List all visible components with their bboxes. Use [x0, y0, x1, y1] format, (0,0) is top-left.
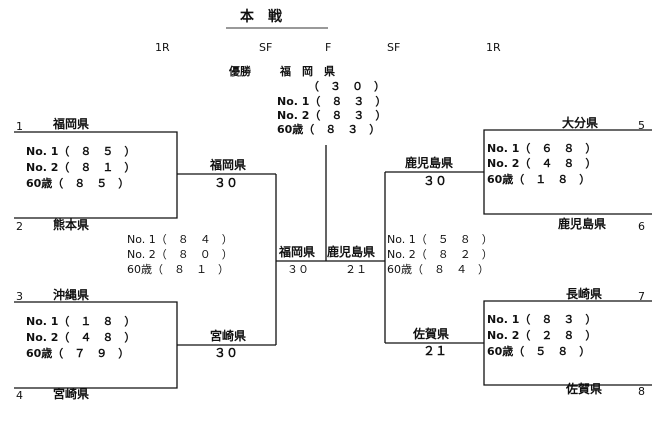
score-60: 60歳（ ８ ４ ） [387, 263, 489, 276]
seed-number: 6 [638, 220, 645, 233]
score-no2: No. 2（ ８ ２ ） [387, 248, 493, 261]
winner-score: ３０ [214, 346, 239, 360]
round-header-final: F [325, 41, 332, 54]
round-header-1r-left: 1R [155, 41, 170, 54]
seed-number: 8 [638, 385, 645, 398]
seed-number: 1 [16, 120, 23, 133]
winner-name: 福岡県 [210, 158, 247, 172]
round-header-sf-right: SF [387, 41, 401, 54]
winner-name: 宮崎県 [210, 329, 247, 343]
team-name: 宮崎県 [53, 387, 90, 401]
winner-score: ２１ [345, 263, 367, 276]
champion-no1: No. 1（ ８ ３ ） [277, 95, 387, 108]
seed-number: 4 [16, 389, 23, 402]
seed-number: 5 [638, 119, 645, 132]
page-title: 本 戦 [240, 9, 282, 25]
winner-name: 福岡県 [279, 245, 316, 259]
winner-name: 鹿児島県 [327, 245, 376, 259]
score-60: 60歳（ ８ ５ ） [26, 177, 130, 190]
score-no1: No. 1（ ８ ４ ） [127, 233, 233, 246]
score-no1: No. 1（ ５ ８ ） [387, 233, 493, 246]
team-name: 沖縄県 [53, 288, 90, 302]
score-60: 60歳（ ５ ８ ） [487, 345, 591, 358]
round-header-sf-left: SF [259, 41, 273, 54]
seed-number: 2 [16, 220, 23, 233]
winner-score: ２１ [423, 344, 448, 358]
score-no2: No. 2（ ８ ０ ） [127, 248, 233, 261]
team-name: 佐賀県 [566, 382, 603, 396]
score-60: 60歳（ ７ ９ ） [26, 347, 130, 360]
champion-no2: No. 2（ ８ ３ ） [277, 109, 387, 122]
winner-score: ３０ [423, 174, 448, 188]
score-no1: No. 1（ ８ ３ ） [487, 313, 597, 326]
winner-name: 鹿児島県 [405, 156, 454, 170]
winner-score: ３０ [214, 176, 239, 190]
score-60: 60歳（ １ ８ ） [487, 173, 591, 186]
bracket-m1 [14, 131, 178, 219]
seed-number: 7 [638, 290, 645, 303]
score-no1: No. 1（ ６ ８ ） [487, 142, 597, 155]
champion-label: 優勝 [229, 65, 251, 78]
team-name: 大分県 [562, 116, 599, 130]
winner-name: 佐賀県 [413, 327, 450, 341]
score-no2: No. 2（ ４ ８ ） [26, 331, 136, 344]
champion-total: （ ３ ０ ） [308, 80, 385, 93]
winner-score: ３０ [287, 263, 309, 276]
score-no1: No. 1（ １ ８ ） [26, 315, 136, 328]
score-no2: No. 2（ ８ １ ） [26, 161, 136, 174]
seed-number: 3 [16, 290, 23, 303]
team-name: 福岡県 [53, 117, 90, 131]
score-no2: No. 2（ ４ ８ ） [487, 157, 597, 170]
team-name: 鹿児島県 [558, 217, 607, 231]
score-60: 60歳（ ８ １ ） [127, 263, 229, 276]
score-no2: No. 2（ ２ ８ ） [487, 329, 597, 342]
champion-team: 福 岡 県 [280, 65, 335, 78]
score-no1: No. 1（ ８ ５ ） [26, 145, 136, 158]
team-name: 熊本県 [53, 218, 90, 232]
champion-60: 60歳（ ８ ３ ） [277, 123, 381, 136]
team-name: 長崎県 [566, 287, 603, 301]
round-header-1r-right: 1R [486, 41, 501, 54]
